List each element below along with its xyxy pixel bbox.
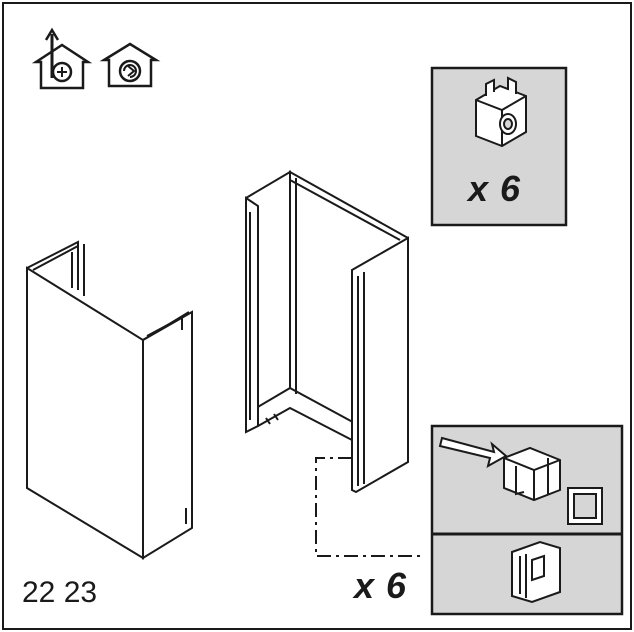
upper-duct-cover (26, 240, 193, 560)
insert-arrow-icon (438, 436, 508, 468)
clip-nut-icon (475, 76, 527, 148)
extraction-mode-icon (31, 27, 93, 90)
plate-icon (567, 487, 603, 525)
fitted-clip-icon (511, 540, 561, 604)
mounting-detail-box (430, 424, 624, 616)
clip-on-flange-icon (503, 446, 561, 502)
clip-nut-quantity: x 6 (468, 168, 522, 209)
leader-line (315, 457, 424, 557)
clip-nut-box (430, 66, 568, 227)
detail-quantity: x 6 (354, 565, 408, 606)
page-reference: 22 23 (22, 576, 98, 609)
recirculation-mode-icon (99, 42, 161, 88)
lower-duct-channel (245, 170, 409, 494)
